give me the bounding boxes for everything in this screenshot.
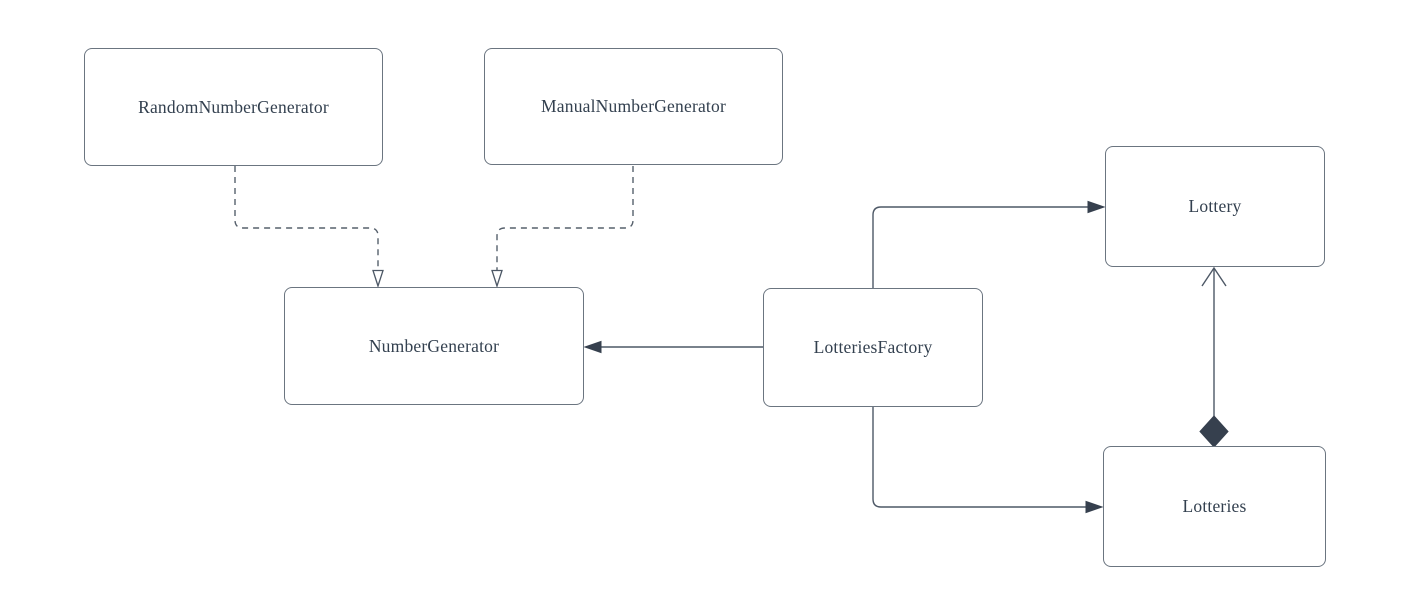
edge-factory-to-lotteries — [872, 407, 1104, 514]
class-name-label: LotteriesFactory — [813, 337, 933, 357]
filled-arrowhead — [583, 340, 602, 354]
edge-factory-to-lottery — [872, 200, 1106, 288]
open-arrowhead — [1201, 266, 1227, 287]
filled-arrowhead — [1085, 500, 1104, 514]
class-name-label: Lottery — [1188, 196, 1242, 216]
class-node-manual-number-generator[interactable]: ManualNumberGenerator — [484, 48, 783, 165]
class-name-label: NumberGenerator — [368, 335, 500, 356]
class-name-label: ManualNumberGenerator — [541, 96, 726, 116]
hollow-triangle-arrowhead — [372, 269, 384, 289]
class-node-lotteries[interactable]: Lotteries — [1103, 446, 1326, 567]
class-node-random-number-generator[interactable]: RandomNumberGenerator — [84, 48, 383, 166]
edge-lotteries-composes-lottery — [1199, 266, 1229, 448]
edge-factory-to-numbergenerator — [583, 340, 763, 354]
class-node-lotteries-factory[interactable]: LotteriesFactory — [763, 288, 983, 407]
composition-diamond — [1199, 415, 1229, 448]
edge-manual-realizes-numbergenerator — [491, 166, 634, 289]
class-node-lottery[interactable]: Lottery — [1105, 146, 1325, 267]
filled-arrowhead — [1087, 200, 1106, 214]
class-name-label: Lotteries — [1182, 496, 1247, 516]
class-node-number-generator[interactable]: NumberGenerator — [284, 287, 584, 405]
edge-random-realizes-numbergenerator — [234, 166, 384, 289]
hollow-triangle-arrowhead — [491, 269, 503, 289]
class-name-label: RandomNumberGenerator — [138, 96, 329, 117]
